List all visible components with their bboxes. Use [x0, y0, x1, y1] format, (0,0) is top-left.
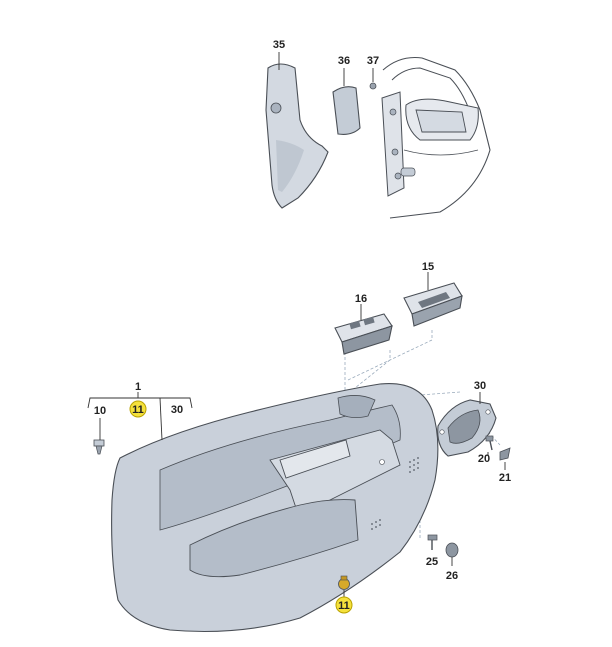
- part-10-clip[interactable]: [93, 439, 105, 455]
- part-11-clip[interactable]: [338, 575, 350, 590]
- door-frame-partial-view: [381, 56, 491, 219]
- callout-15[interactable]: 15: [422, 261, 434, 273]
- callout-26[interactable]: 26: [446, 570, 458, 582]
- callout-10-bracket[interactable]: 10: [94, 405, 106, 417]
- callout-1-bracket: [87, 392, 193, 441]
- part-15-switch-trim[interactable]: [403, 282, 463, 327]
- callout-11-bottom[interactable]: 11: [338, 600, 350, 612]
- highlight-11-bottom: [335, 596, 353, 614]
- part-1-door-trim-panel[interactable]: [111, 382, 439, 633]
- callout-25[interactable]: 25: [426, 556, 438, 568]
- callout-21[interactable]: 21: [499, 472, 511, 484]
- part-26-cap[interactable]: [445, 542, 459, 558]
- callout-20[interactable]: 20: [478, 453, 490, 465]
- part-20-screw[interactable]: [485, 435, 494, 451]
- callout-1[interactable]: 1: [135, 381, 141, 393]
- highlight-11-top: [129, 400, 147, 418]
- part-21-cap[interactable]: [499, 447, 511, 461]
- callout-37[interactable]: 37: [367, 55, 379, 67]
- callout-30[interactable]: 30: [474, 380, 486, 392]
- part-36-trim-cap[interactable]: [332, 86, 361, 135]
- part-35-mirror-trim-cover[interactable]: [265, 63, 329, 209]
- callout-16[interactable]: 16: [355, 293, 367, 305]
- part-37-clip[interactable]: [369, 82, 377, 90]
- callout-11-top[interactable]: 11: [132, 404, 144, 416]
- callout-30-bracket[interactable]: 30: [171, 404, 183, 416]
- part-25-screw[interactable]: [427, 534, 438, 550]
- callout-35[interactable]: 35: [273, 39, 285, 51]
- callout-36[interactable]: 36: [338, 55, 350, 67]
- part-30-door-handle[interactable]: [437, 399, 497, 457]
- part-16-window-switch[interactable]: [334, 313, 393, 355]
